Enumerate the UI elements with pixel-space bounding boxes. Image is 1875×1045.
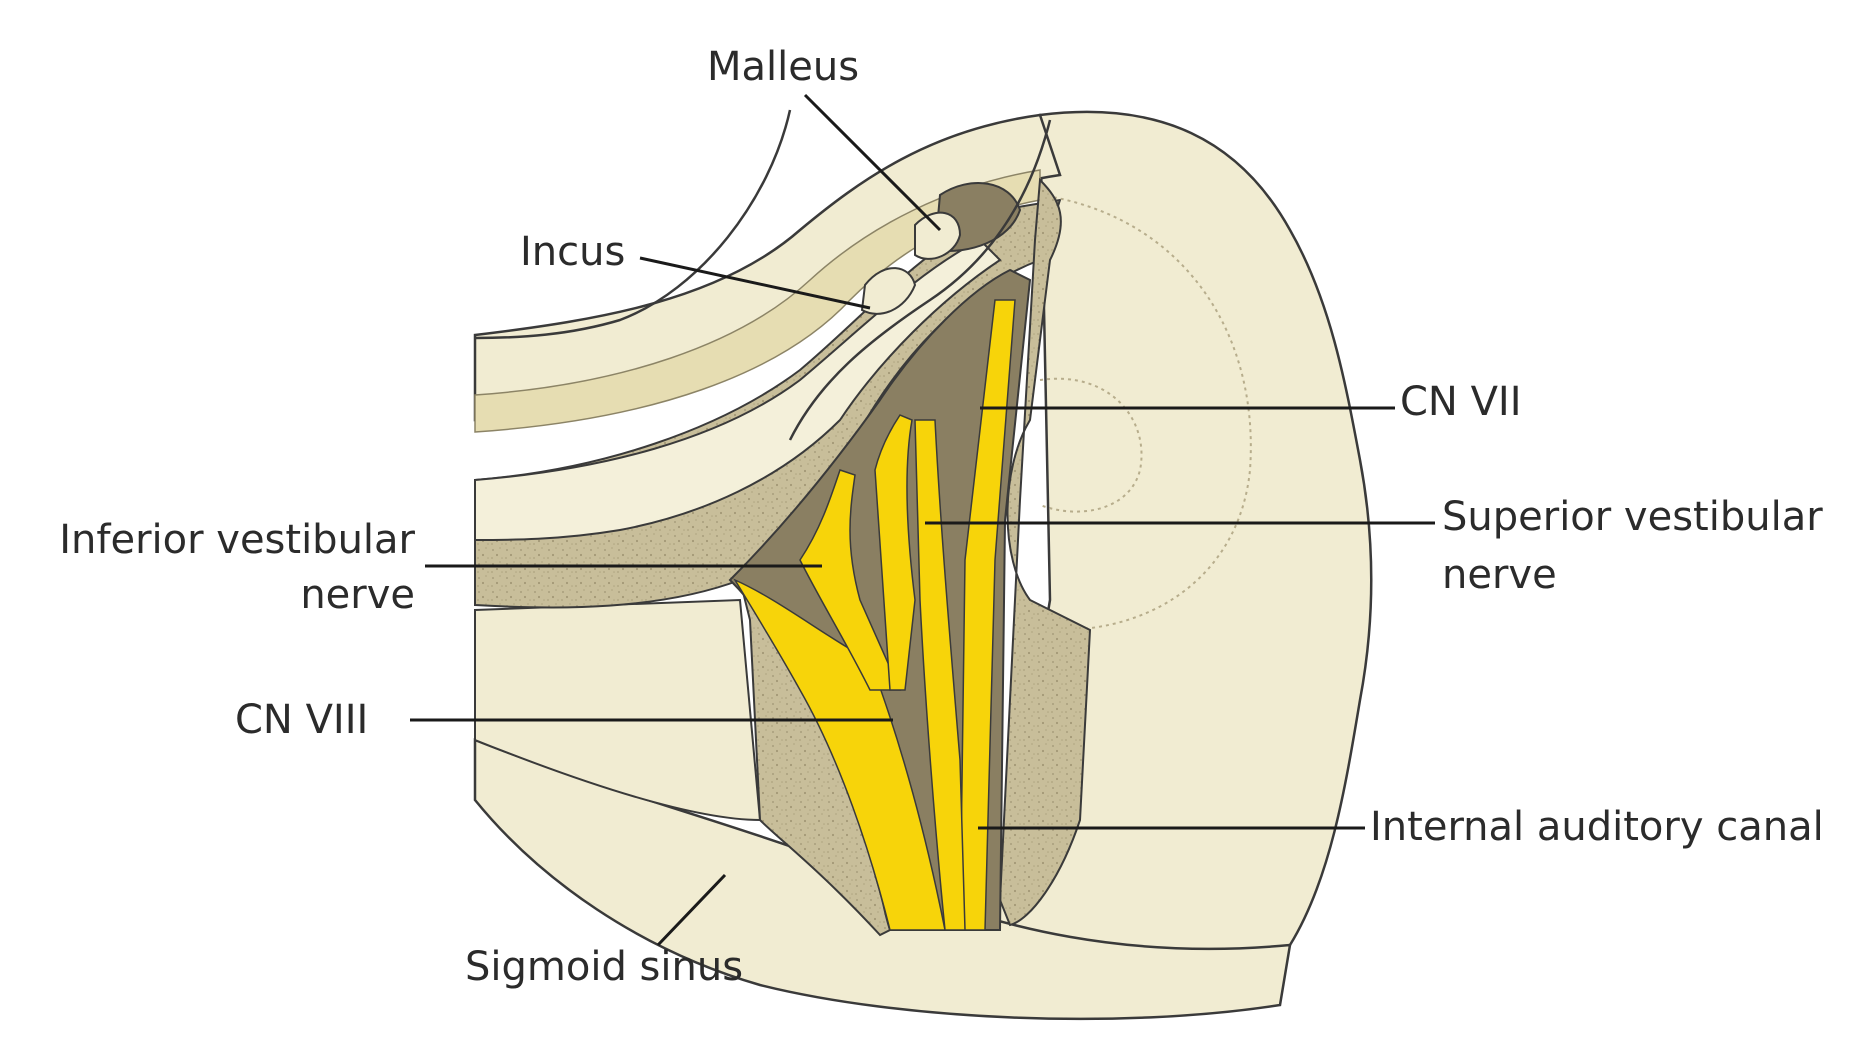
lower-left-bone [474, 598, 762, 822]
superior-vestibular-label-line1: Superior vestibular [1442, 494, 1823, 540]
cochlea-dotted-outline [1039, 194, 1252, 631]
tympanic-membrane-line [788, 119, 1052, 441]
malleus-shape [914, 211, 962, 260]
superior-vestibular-label-line2: nerve [1442, 552, 1557, 598]
superior-vestibular-nerve [914, 419, 966, 931]
malleus-leader [803, 93, 942, 232]
malleus-label: Malleus [707, 44, 859, 90]
canal-right-wall [998, 177, 1092, 927]
inferior-vestibular-branch-2 [874, 414, 916, 691]
inferior-vestibular-label-line1: Inferior vestibular [59, 517, 415, 563]
sigmoid-sinus-band [473, 738, 1292, 1021]
inferior-vestibular-label-line2: nerve [300, 572, 415, 618]
cn7-label: CN VII [1400, 379, 1522, 425]
sigmoid-leader [656, 873, 727, 947]
incus-leader [639, 256, 871, 310]
incus-label: Incus [520, 229, 625, 275]
upper-edge-line [474, 109, 792, 340]
incus-shape [860, 267, 917, 315]
cn8-label: CN VIII [235, 697, 368, 743]
sigmoid-sinus-label: Sigmoid sinus [465, 944, 743, 990]
iac-label: Internal auditory canal [1370, 804, 1824, 850]
cn7-nerve [959, 299, 1016, 931]
inferior-vestibular-branches [799, 469, 902, 691]
inner-light-band [474, 238, 1002, 542]
